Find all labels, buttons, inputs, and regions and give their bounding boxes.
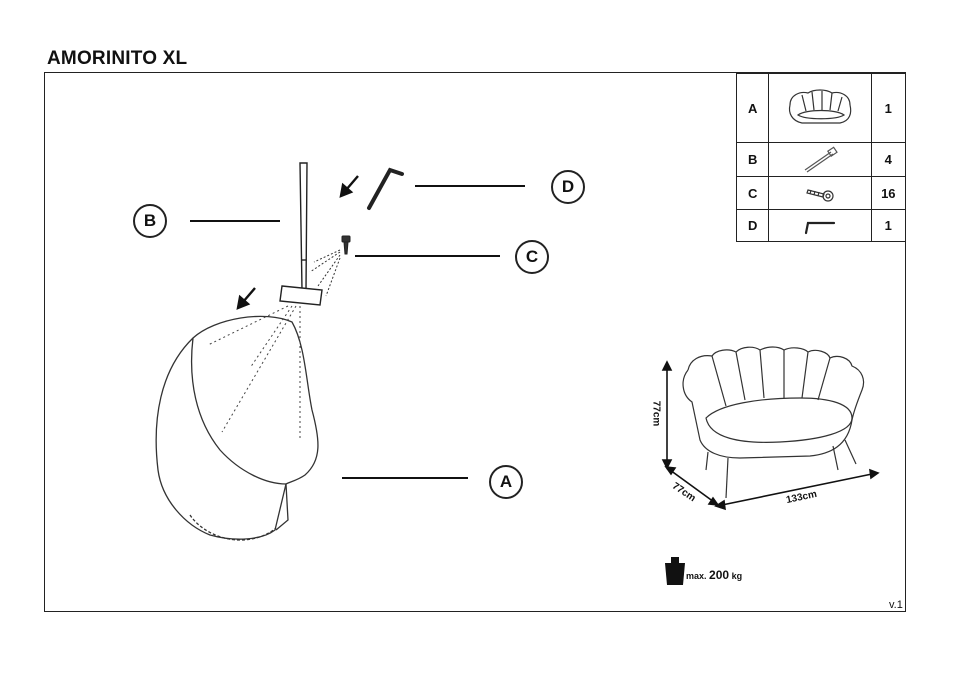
screw-part	[341, 235, 351, 255]
leg-icon	[804, 145, 838, 172]
callout-c: C	[515, 240, 549, 274]
parts-row-d: D 1	[735, 209, 907, 242]
callout-d: D	[551, 170, 585, 204]
leader-lines	[190, 185, 525, 479]
allen-key-part	[367, 167, 404, 210]
parts-table: A 1 B 4 C	[735, 73, 907, 242]
part-qty: 1	[870, 73, 907, 143]
part-qty: 4	[870, 142, 907, 177]
guide-lines	[207, 305, 301, 440]
callout-b: B	[133, 204, 167, 238]
version-label: v.1	[889, 599, 903, 611]
parts-row-a: A 1	[735, 73, 907, 143]
height-dimension-label: 77cm	[650, 400, 662, 427]
sofa-dimension-drawing	[682, 346, 865, 499]
leg-part	[279, 162, 323, 306]
max-load-value: 200	[709, 568, 730, 582]
direction-arrows	[236, 175, 359, 310]
screw-icon	[806, 189, 834, 202]
part-label: C	[735, 176, 770, 210]
parts-row-c: C 16	[735, 176, 907, 210]
part-label: D	[735, 209, 770, 242]
part-qty: 1	[870, 209, 907, 242]
parts-row-b: B 4	[735, 142, 907, 177]
weight-icon	[665, 557, 685, 585]
sofa-icon	[788, 89, 852, 124]
sofa-underside	[155, 315, 319, 541]
max-load-unit: kg	[731, 571, 743, 581]
max-load-prefix: max.	[686, 571, 707, 581]
part-label: A	[735, 73, 770, 143]
part-label: B	[735, 142, 770, 177]
product-title: AMORINITO XL	[47, 48, 188, 69]
dimension-lines	[661, 360, 880, 511]
allen-key-icon	[804, 221, 836, 234]
diagram-frame	[44, 72, 906, 612]
callout-a: A	[489, 465, 523, 499]
part-qty: 16	[870, 176, 907, 210]
max-load-label: max. 200 kg	[686, 568, 742, 582]
